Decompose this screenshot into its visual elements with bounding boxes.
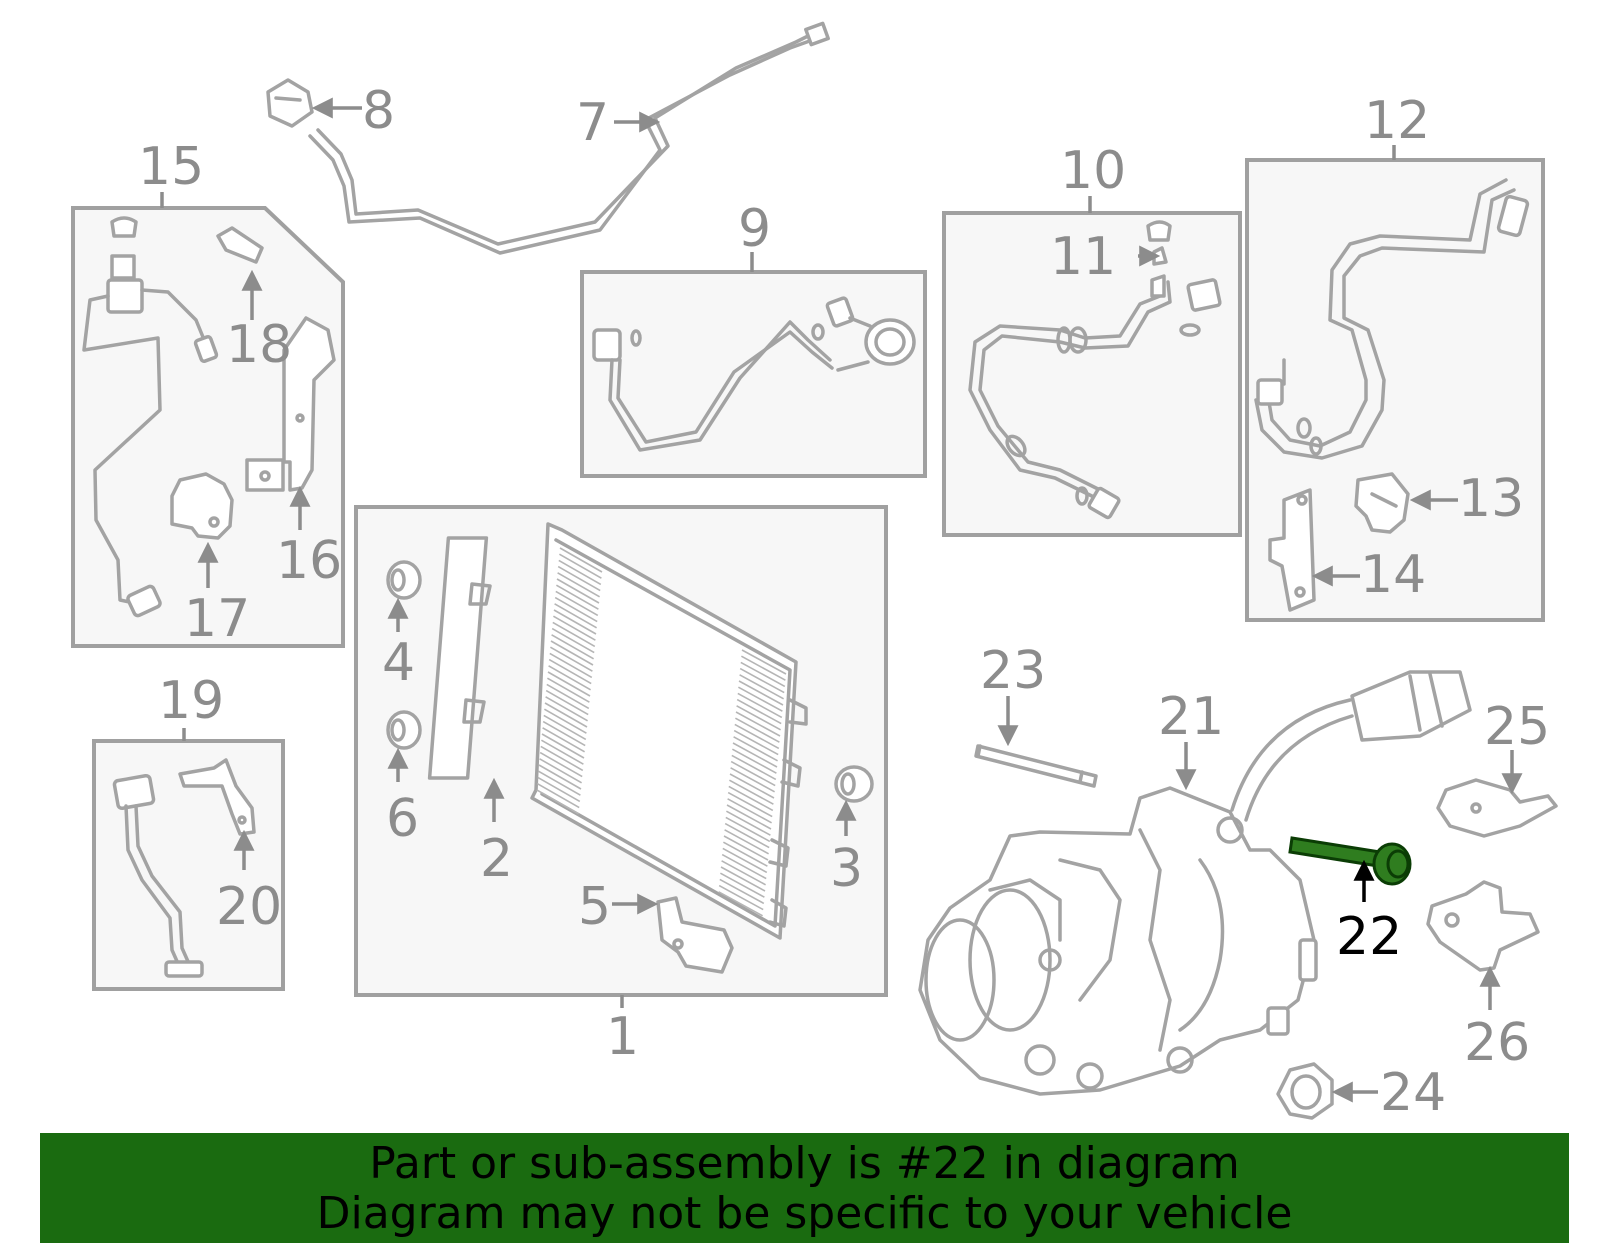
part-9-hose	[592, 296, 916, 452]
callout-18: 18	[226, 315, 292, 375]
part-4-cushion	[386, 560, 422, 600]
callout-24: 24	[1380, 1063, 1446, 1123]
part-14-bracket	[1268, 488, 1316, 612]
part-16-bracket	[245, 316, 336, 492]
part-12-hose	[1254, 178, 1530, 460]
part-2-receiver-tank	[427, 536, 492, 780]
part-10-hose	[968, 220, 1222, 520]
callout-19: 19	[158, 671, 224, 731]
group-box-15	[71, 206, 345, 648]
part-25-bracket	[1436, 778, 1558, 838]
part-26-bracket	[1426, 880, 1540, 972]
info-banner: Part or sub-assembly is #22 in diagram D…	[40, 1133, 1569, 1243]
callout-4: 4	[382, 633, 415, 693]
part-3-cushion	[834, 765, 874, 803]
callout-1: 1	[606, 1007, 639, 1067]
callout-14: 14	[1360, 545, 1426, 605]
banner-line-1: Part or sub-assembly is #22 in diagram	[369, 1138, 1240, 1189]
callout-labels: 8 7 15 9 10 11 12 13 14 18 16 17 4 6 2 3…	[138, 81, 1550, 1123]
part-18-clip	[216, 226, 264, 264]
callout-8: 8	[362, 81, 395, 141]
part-24-nut	[1276, 1062, 1334, 1120]
callout-2: 2	[480, 829, 513, 889]
part-6-cushion	[386, 710, 422, 750]
callout-6: 6	[386, 789, 419, 849]
callout-12: 12	[1364, 91, 1430, 151]
callout-3: 3	[830, 839, 863, 899]
callout-22: 22	[1336, 907, 1402, 967]
leader-lines	[160, 97, 1523, 1103]
callout-20: 20	[216, 877, 282, 937]
part-13-clip	[1354, 472, 1410, 534]
part-1-condenser-core	[530, 522, 808, 940]
part-23-stud	[974, 744, 1098, 788]
part-22-bolt	[1288, 836, 1412, 886]
callout-25: 25	[1484, 697, 1550, 757]
group-box-9	[580, 270, 927, 478]
callout-26: 26	[1464, 1013, 1530, 1073]
part-15-pipe	[82, 216, 219, 618]
callout-13: 13	[1458, 469, 1524, 529]
part-21-compressor	[918, 670, 1472, 1096]
banner-line-2: Diagram may not be specific to your vehi…	[316, 1188, 1293, 1239]
part-5-bracket	[656, 896, 734, 974]
part-8-connector	[266, 78, 314, 128]
callout-9: 9	[738, 199, 771, 259]
callout-17: 17	[184, 589, 250, 649]
callout-10: 10	[1060, 141, 1126, 201]
part-17-bracket	[170, 472, 234, 540]
part-19-pipe	[112, 773, 204, 978]
callout-23: 23	[980, 641, 1046, 701]
callout-5: 5	[578, 877, 611, 937]
callout-15: 15	[138, 137, 204, 197]
group-box-10	[942, 211, 1242, 537]
callout-21: 21	[1158, 687, 1224, 747]
callout-16: 16	[276, 531, 342, 591]
part-7-hose	[308, 21, 830, 255]
callout-7: 7	[576, 93, 609, 153]
callout-11: 11	[1050, 227, 1116, 287]
